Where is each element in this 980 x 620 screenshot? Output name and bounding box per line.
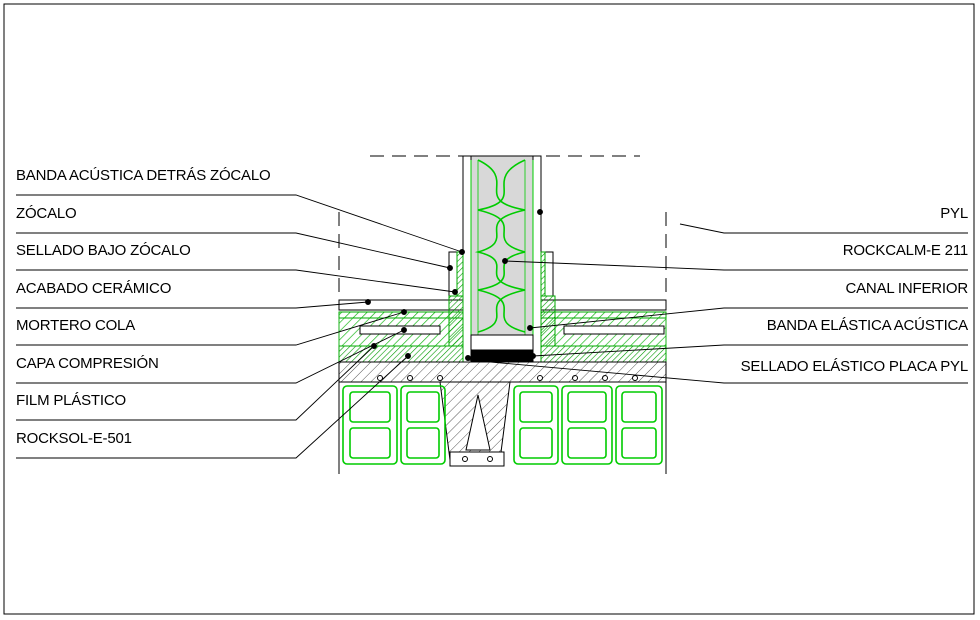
pyl-board-right (532, 155, 542, 363)
label-banda-elastica-acustica: BANDA ELÁSTICA ACÚSTICA (766, 317, 969, 334)
label-zocalo: ZÓCALO (16, 205, 77, 222)
structural-slab (338, 361, 667, 467)
banda-elastica-acustica (471, 350, 533, 362)
leader-lines (16, 194, 968, 459)
floor-right (540, 295, 667, 363)
label-canal-inferior: CANAL INFERIOR (845, 280, 969, 297)
banda-detras-zocalo-right (540, 251, 546, 297)
label-capa-compresion: CAPA COMPRESIÓN (16, 355, 159, 372)
label-rocksol: ROCKSOL-E-501 (16, 430, 132, 447)
hollow-blocks (342, 385, 663, 465)
label-mortero-cola: MORTERO COLA (16, 317, 136, 334)
canal-inferior (470, 334, 534, 351)
floor-left (338, 295, 464, 363)
label-rockcalm: ROCKCALM-E 211 (842, 242, 968, 259)
label-acabado-ceramico: ACABADO CERÁMICO (16, 280, 172, 297)
banda-detras-zocalo-left (456, 251, 464, 297)
zocalo-right (544, 251, 554, 297)
label-banda-acustica-detras-zocalo: BANDA ACÚSTICA DETRÁS ZÓCALO (16, 167, 271, 184)
label-sellado-bajo-zocalo: SELLADO BAJO ZÓCALO (16, 242, 191, 259)
drawing-frame (3, 3, 975, 615)
label-pyl: PYL (940, 205, 968, 222)
label-sellado-elastico-placa: SELLADO ELÁSTICO PLACA PYL (740, 358, 969, 375)
partition-wall (462, 155, 542, 363)
label-film-plastico: FILM PLÁSTICO (16, 392, 126, 409)
pyl-board-left (462, 155, 472, 363)
